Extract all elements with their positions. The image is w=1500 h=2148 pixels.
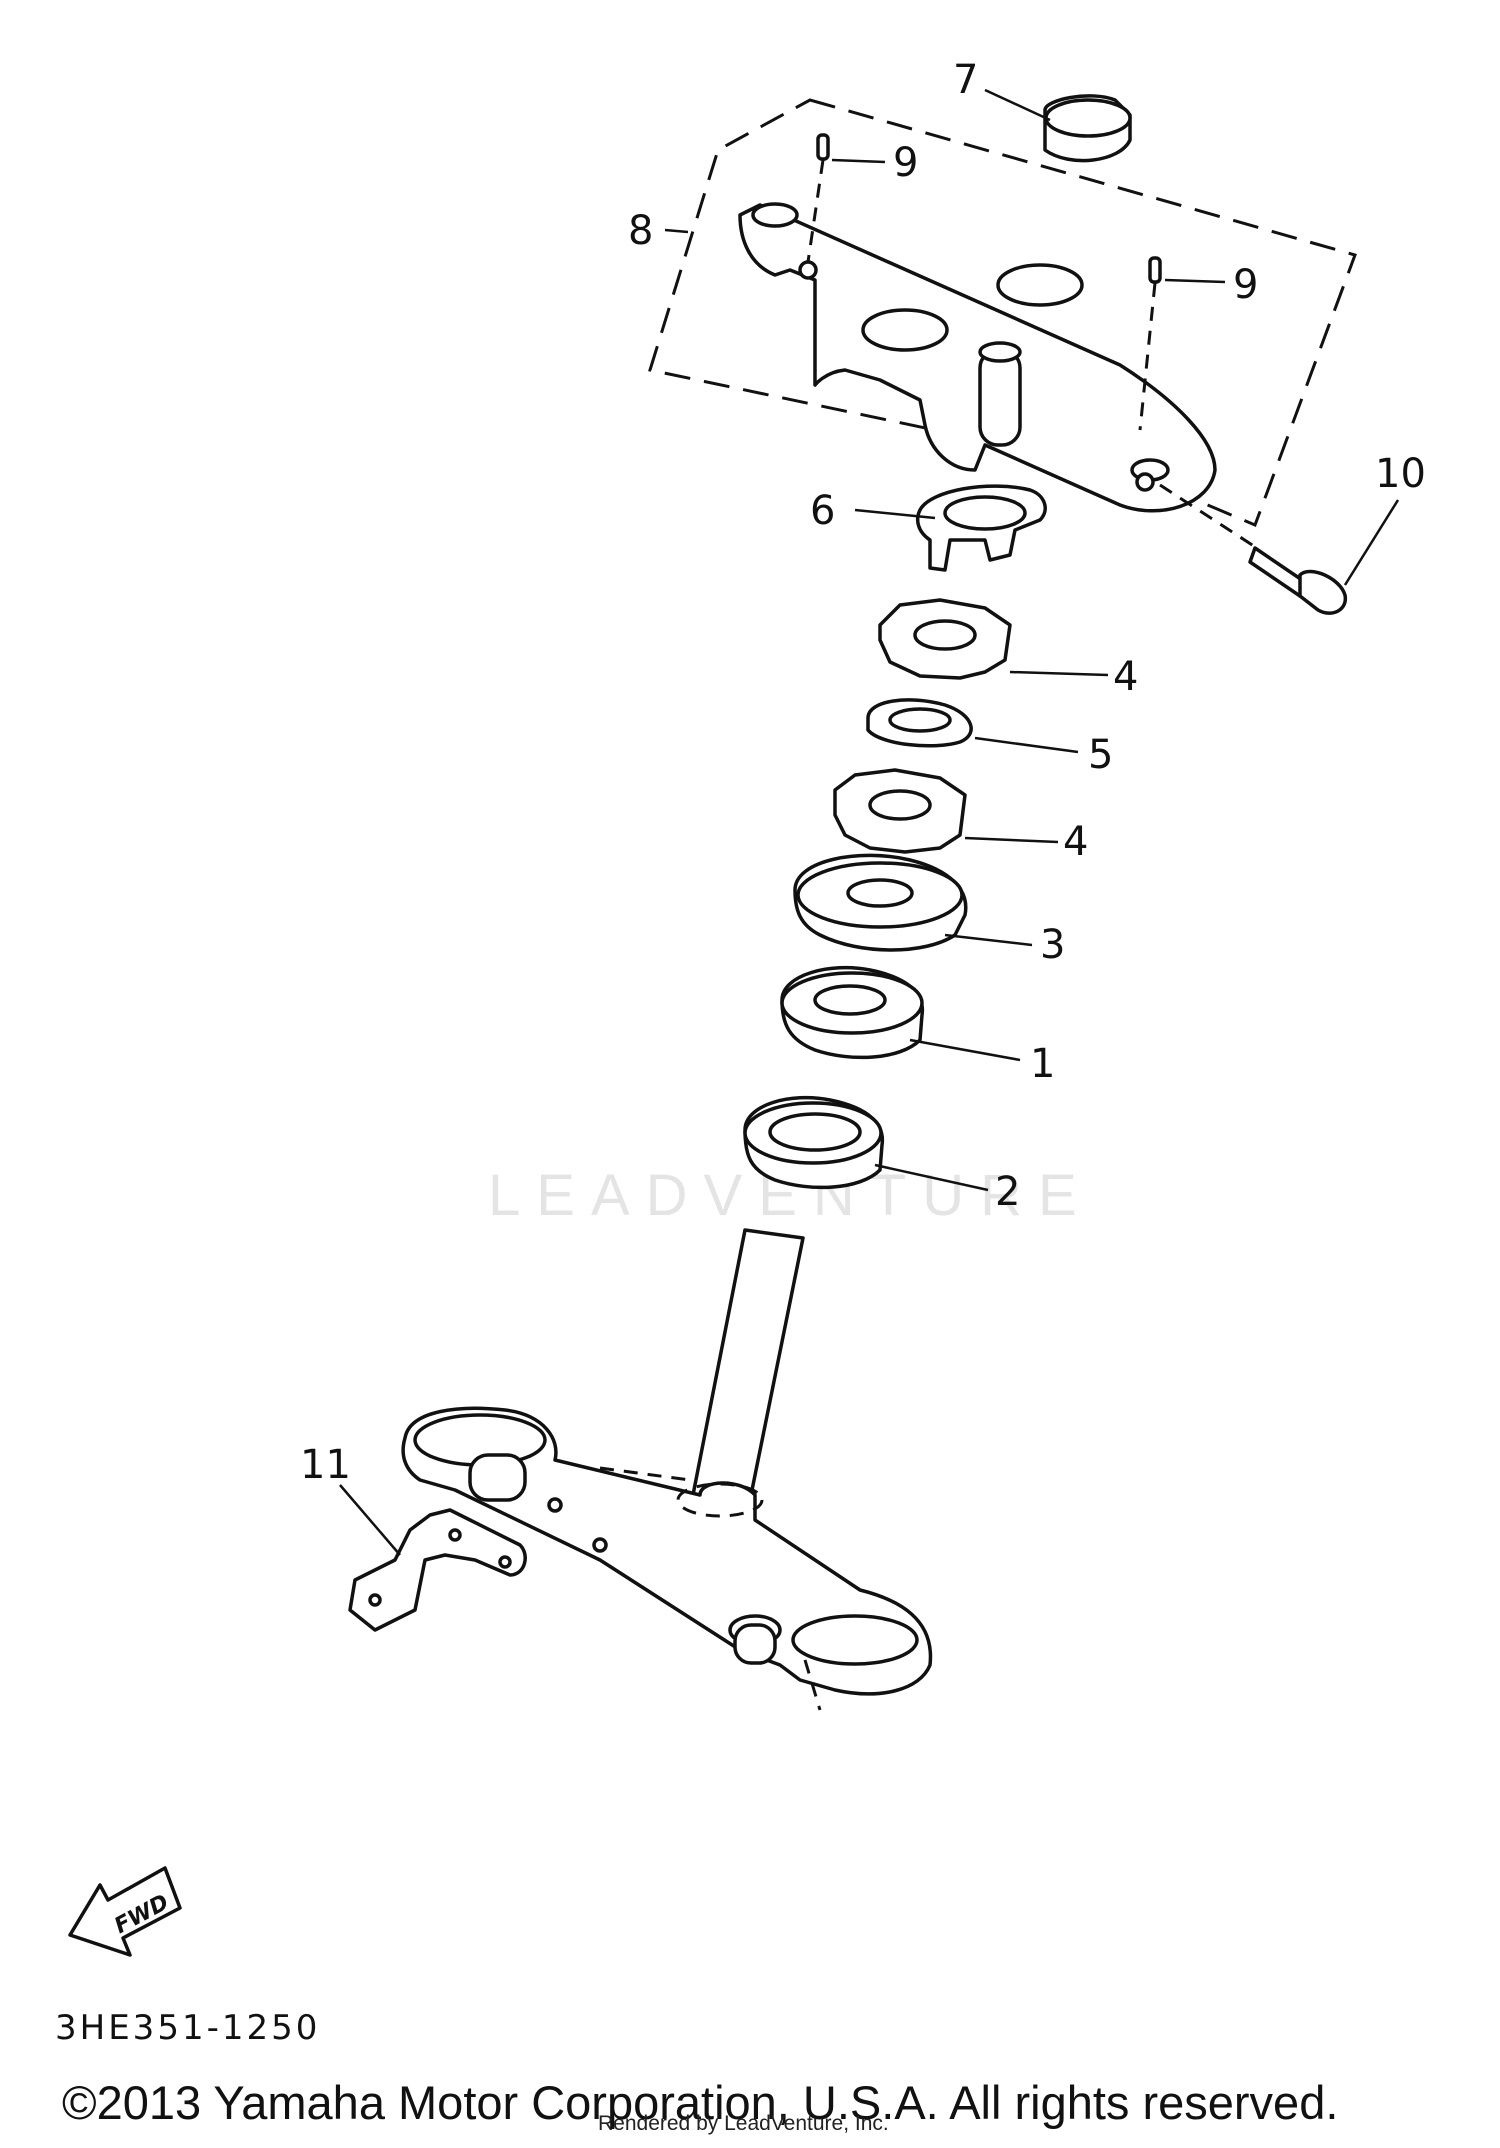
leader-9a xyxy=(831,158,886,164)
callout-11: 11 xyxy=(300,1442,351,1488)
lower-bearing xyxy=(743,1095,885,1190)
stay-bracket xyxy=(348,1508,527,1632)
callout-4b: 4 xyxy=(1063,819,1088,865)
leader-4b xyxy=(964,836,1059,844)
callout-4a: 4 xyxy=(1113,654,1138,700)
callout-1: 1 xyxy=(1030,1041,1055,1087)
copyright-notice: ©2013 Yamaha Motor Corporation, U.S.A. A… xyxy=(62,2076,1339,2129)
cap-nut xyxy=(1043,94,1132,163)
leader-3 xyxy=(944,933,1033,947)
callout-10: 10 xyxy=(1375,451,1426,497)
leader-9b xyxy=(1164,278,1226,284)
leader-7 xyxy=(984,88,1051,122)
leader-10 xyxy=(1343,499,1400,586)
pin-9-right xyxy=(1148,256,1162,284)
pin-9-left xyxy=(816,133,830,161)
callout-3: 3 xyxy=(1040,922,1065,968)
callout-8: 8 xyxy=(628,208,653,254)
callout-9b: 9 xyxy=(1233,262,1258,308)
ring-nut-upper xyxy=(878,598,1012,680)
bearing-race xyxy=(793,853,968,952)
leader-6 xyxy=(854,508,936,520)
leader-4a xyxy=(1009,670,1109,677)
washer xyxy=(866,698,973,748)
upper-bracket xyxy=(738,202,1217,513)
leader-11 xyxy=(339,1484,401,1556)
ring-nut-lower xyxy=(833,768,967,854)
reference-code: 3HE351-1250 xyxy=(55,2008,321,2048)
callout-9a: 9 xyxy=(893,140,918,186)
leader-2 xyxy=(874,1163,989,1192)
steering-stem xyxy=(401,1228,933,1711)
callout-2: 2 xyxy=(995,1169,1020,1215)
pinch-bolt xyxy=(1159,483,1348,615)
leader-8 xyxy=(664,228,689,234)
callout-7: 7 xyxy=(953,57,978,103)
callout-5: 5 xyxy=(1088,732,1113,778)
bearing xyxy=(780,965,925,1060)
lock-washer xyxy=(916,484,1047,572)
rendered-by-notice: Rendered by LeadVenture, Inc. xyxy=(598,2112,889,2135)
leader-5 xyxy=(974,736,1079,754)
assembly-8-outline xyxy=(648,98,1357,527)
fwd-arrow-icon: FWD xyxy=(68,1866,182,1957)
callout-6: 6 xyxy=(810,488,835,534)
leader-1 xyxy=(909,1038,1021,1062)
